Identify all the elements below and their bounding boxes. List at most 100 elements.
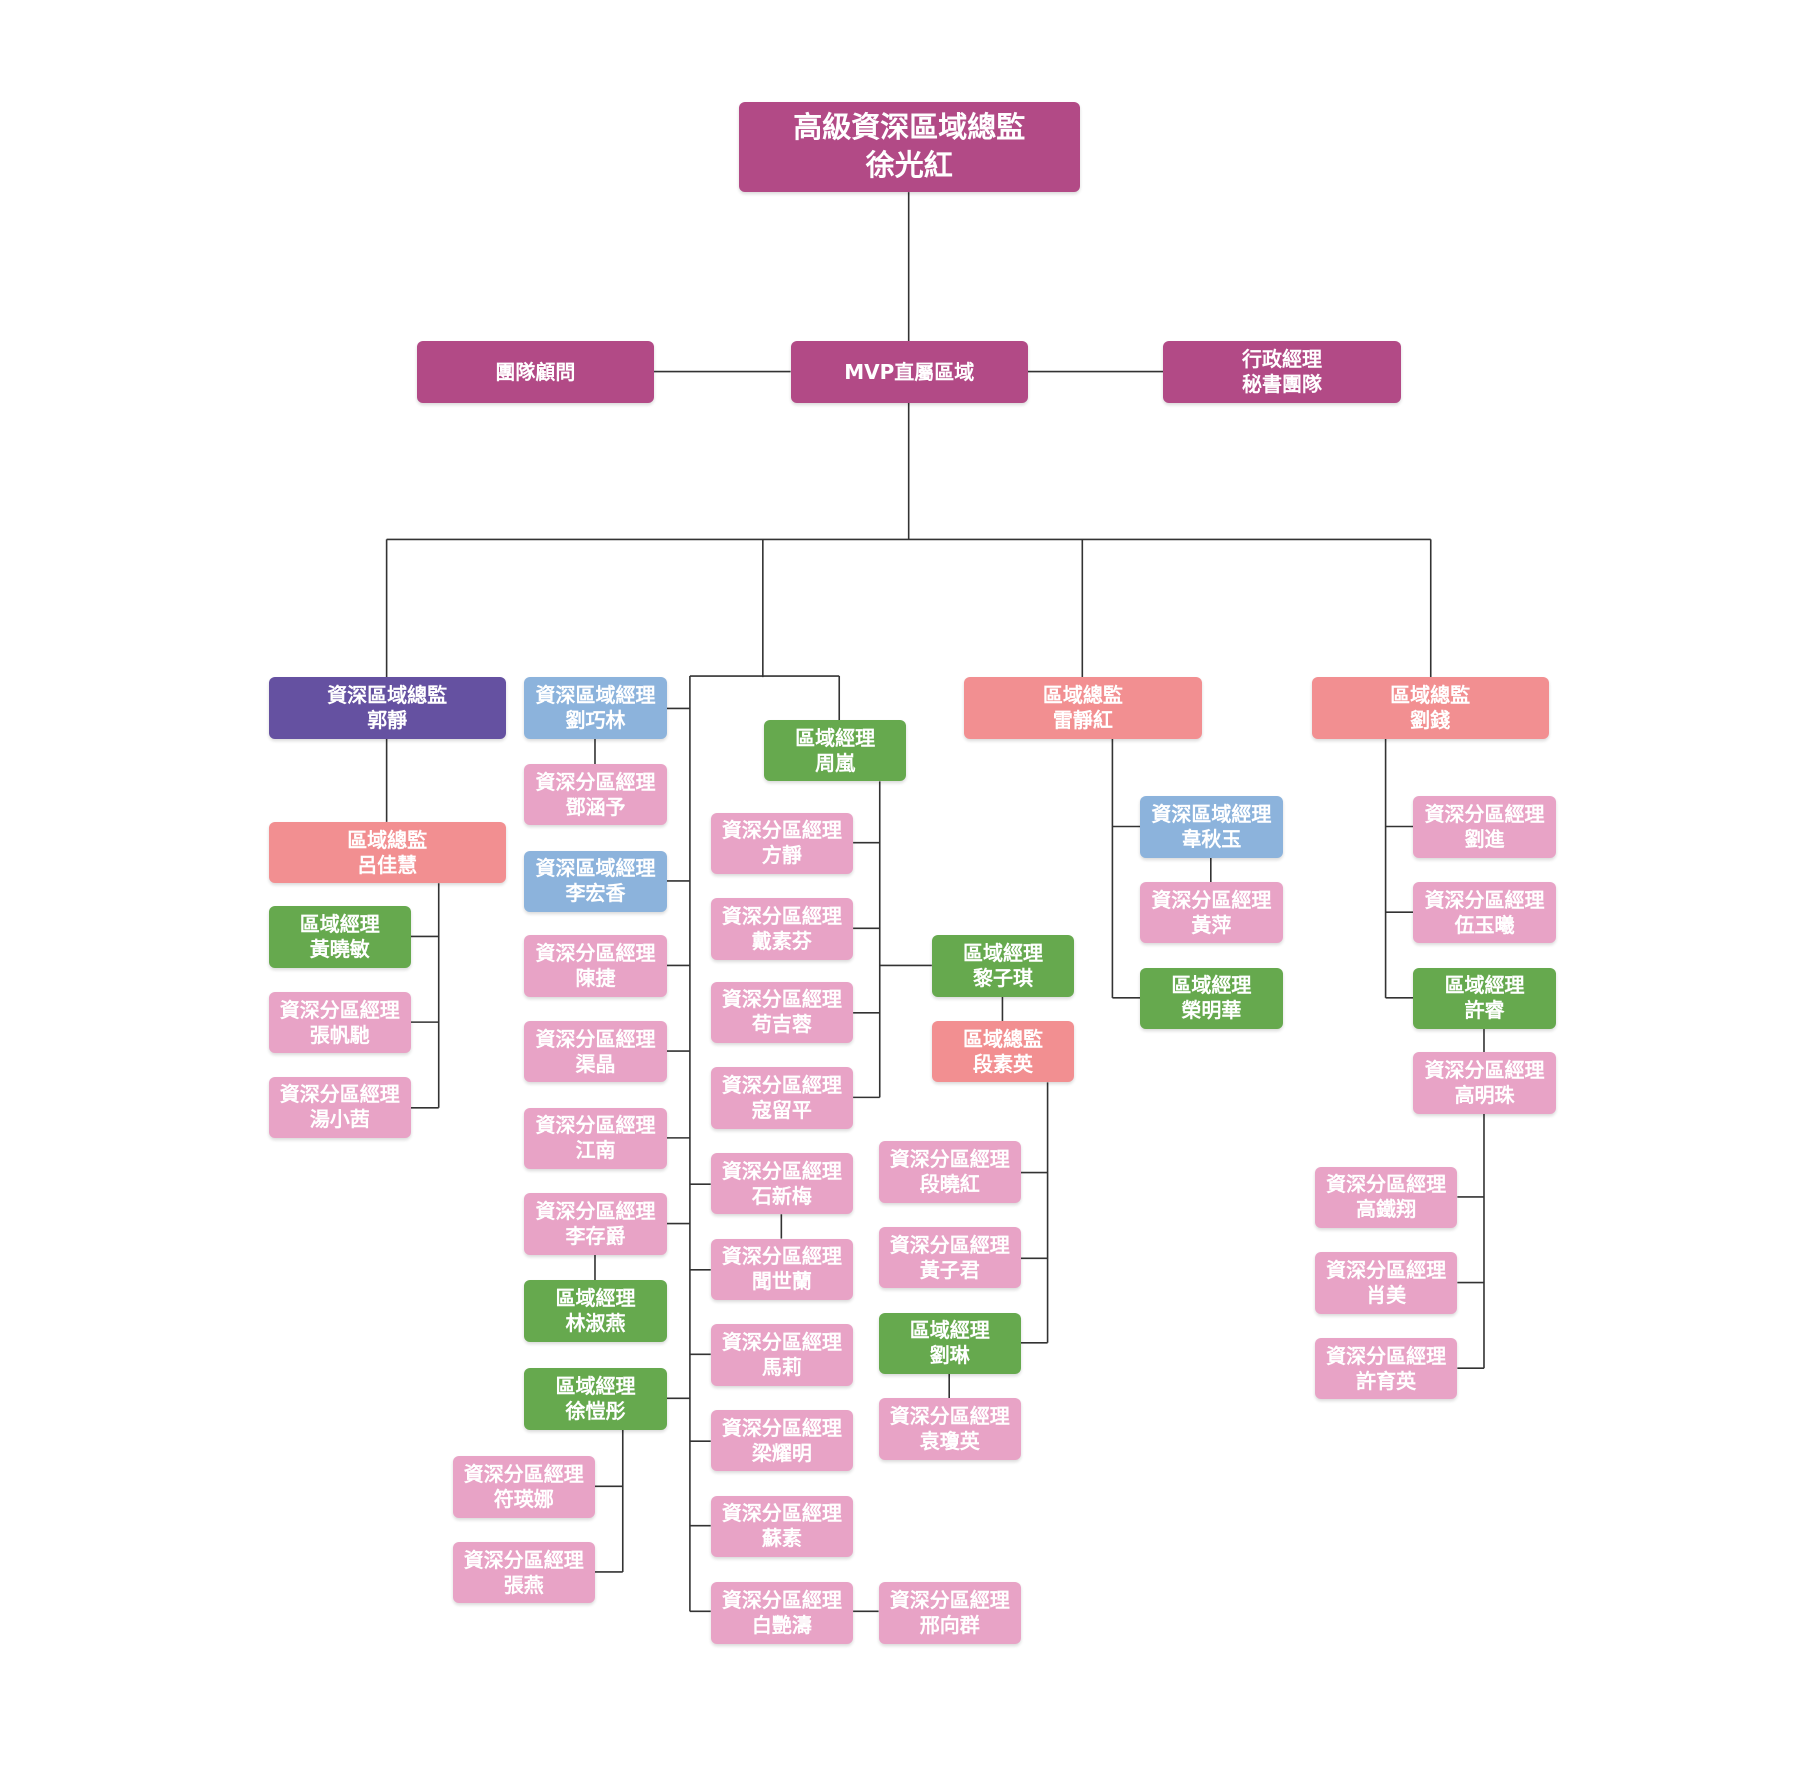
org-node-liuql: 資深區域經理劉巧林 (524, 677, 667, 739)
node-title: 資深分區經理 (279, 1082, 400, 1107)
node-person-name: 段素英 (973, 1051, 1034, 1076)
node-person-name: 袁瓊英 (919, 1428, 980, 1453)
node-person-name: 戴素芬 (751, 928, 812, 953)
org-node-gouji: 資深分區經理苟吉蓉 (710, 981, 854, 1043)
node-title: 資深分區經理 (535, 769, 656, 794)
node-person-name: 黃曉敏 (309, 937, 370, 962)
node-person-name: 許睿 (1464, 998, 1505, 1023)
node-title: 資深分區經理 (721, 1244, 842, 1269)
node-title: 資深分區經理 (463, 1461, 584, 1486)
node-title: 資深分區經理 (279, 997, 400, 1022)
org-node-gaomz: 資深分區經理高明珠 (1413, 1052, 1556, 1114)
node-person-name: 秘書團隊 (1241, 372, 1322, 397)
node-title: 資深分區經理 (1326, 1172, 1447, 1197)
node-title: 資深分區經理 (721, 903, 842, 928)
node-person-name: 李存爵 (565, 1224, 626, 1249)
node-title: 區域經理 (1171, 973, 1252, 998)
org-node-qujing: 資深分區經理渠晶 (524, 1020, 667, 1083)
node-person-name: 陳捷 (575, 965, 616, 990)
node-person-name: 邢向群 (919, 1613, 980, 1638)
org-node-mali: 資深分區經理馬莉 (710, 1324, 854, 1386)
node-title: 區域經理 (909, 1318, 990, 1343)
org-node-koulp: 資深分區經理寇留平 (710, 1067, 854, 1129)
node-person-name: 黃萍 (1191, 912, 1232, 937)
node-title: 資深分區經理 (721, 1158, 842, 1183)
node-title: 資深區域經理 (535, 856, 656, 881)
node-title: 資深分區經理 (463, 1547, 584, 1572)
node-person-name: 黎子琪 (973, 965, 1034, 990)
org-node-lihx: 資深區域經理李宏香 (524, 850, 667, 913)
org-node-liulin: 區域經理劉琳 (878, 1312, 1021, 1374)
org-node-xurui: 區域經理許睿 (1413, 967, 1556, 1030)
node-title: 行政經理 (1241, 347, 1322, 372)
org-node-yuanqy: 資深分區經理袁瓊英 (878, 1398, 1021, 1460)
node-person-name: 鄧涵予 (565, 794, 626, 819)
org-node-chenj: 資深分區經理陳捷 (524, 935, 667, 997)
node-title: 資深分區經理 (889, 1588, 1010, 1613)
org-node-mvp: MVP直屬區域 (790, 341, 1028, 403)
org-node-xiaomei: 資深分區經理肖美 (1314, 1252, 1458, 1314)
node-person-name: 肖美 (1366, 1283, 1407, 1308)
node-person-name: 劉進 (1464, 827, 1505, 852)
org-node-rongmh: 區域經理榮明華 (1140, 967, 1283, 1030)
node-title: 團隊顧問 (495, 359, 576, 384)
org-node-huangxm: 區域經理黃曉敏 (268, 906, 411, 968)
org-node-lv: 區域總監呂佳慧 (268, 821, 506, 884)
node-title: 資深區域經理 (535, 682, 656, 707)
org-node-liujin: 資深分區經理劉進 (1413, 796, 1556, 858)
node-person-name: 榮明華 (1181, 998, 1242, 1023)
node-person-name: 寇留平 (751, 1097, 812, 1122)
node-person-name: 周嵐 (815, 750, 856, 775)
node-title: 資深分區經理 (1424, 887, 1545, 912)
node-person-name: 符瑛娜 (493, 1486, 554, 1511)
node-person-name: 徐光紅 (865, 148, 953, 182)
org-node-shixm: 資深分區經理石新梅 (710, 1152, 854, 1215)
node-person-name: 伍玉曦 (1454, 912, 1515, 937)
org-node-fuyn: 資深分區經理符瑛娜 (452, 1456, 595, 1518)
org-node-susu: 資深分區經理蘇素 (710, 1495, 854, 1557)
org-node-liuqian: 區域總監劉錢 (1311, 677, 1549, 739)
node-title: MVP直屬區域 (844, 359, 975, 384)
node-title: 區域總監 (963, 1026, 1044, 1051)
node-person-name: 劉錢 (1410, 707, 1451, 732)
org-node-zhoul: 區域經理周嵐 (763, 720, 907, 782)
org-node-linsy: 區域經理林淑燕 (524, 1280, 667, 1342)
org-node-top: 高級資深區域總監徐光紅 (738, 101, 1080, 193)
org-node-huangzj: 資深分區經理黃子君 (878, 1227, 1021, 1289)
org-node-weiqy: 資深區域經理韋秋玉 (1140, 796, 1283, 858)
org-node-xuyy: 資深分區經理許育英 (1314, 1338, 1458, 1400)
node-title: 資深分區經理 (1326, 1258, 1447, 1283)
org-node-zhangyan: 資深分區經理張燕 (452, 1541, 595, 1604)
node-title: 資深分區經理 (889, 1403, 1010, 1428)
node-person-name: 李宏香 (565, 881, 626, 906)
node-person-name: 高明珠 (1454, 1082, 1515, 1107)
node-person-name: 白艷濤 (751, 1613, 812, 1638)
node-title: 資深分區經理 (1424, 802, 1545, 827)
org-node-liangym: 資深分區經理梁耀明 (710, 1409, 854, 1472)
node-title: 區域經理 (1444, 973, 1525, 998)
org-node-leijh: 區域總監雷靜紅 (964, 677, 1202, 739)
node-person-name: 梁耀明 (751, 1440, 812, 1465)
org-node-zhangfc: 資深分區經理張帆馳 (268, 992, 411, 1054)
org-node-tangxq: 資深分區經理湯小茜 (268, 1076, 411, 1138)
node-title: 區域經理 (795, 725, 876, 750)
org-node-duanxh: 資深分區經理段曉紅 (878, 1141, 1021, 1203)
node-person-name: 許育英 (1356, 1368, 1417, 1393)
node-title: 資深分區經理 (535, 1113, 656, 1138)
node-person-name: 馬莉 (761, 1354, 802, 1379)
node-person-name: 韋秋玉 (1181, 827, 1242, 852)
node-title: 資深區域經理 (1151, 802, 1272, 827)
node-title: 資深分區經理 (535, 1199, 656, 1224)
node-person-name: 苟吉蓉 (751, 1012, 812, 1037)
node-title: 資深分區經理 (1151, 887, 1272, 912)
node-person-name: 石新梅 (751, 1183, 812, 1208)
node-title: 資深分區經理 (721, 1415, 842, 1440)
node-person-name: 渠晶 (575, 1051, 616, 1076)
node-person-name: 張帆馳 (309, 1022, 370, 1047)
org-node-denghy: 資深分區經理鄧涵予 (524, 763, 667, 826)
node-title: 資深分區經理 (889, 1147, 1010, 1172)
node-title: 區域經理 (299, 912, 380, 937)
org-node-fangj: 資深分區經理方靜 (710, 812, 854, 874)
node-title: 資深分區經理 (1326, 1343, 1447, 1368)
